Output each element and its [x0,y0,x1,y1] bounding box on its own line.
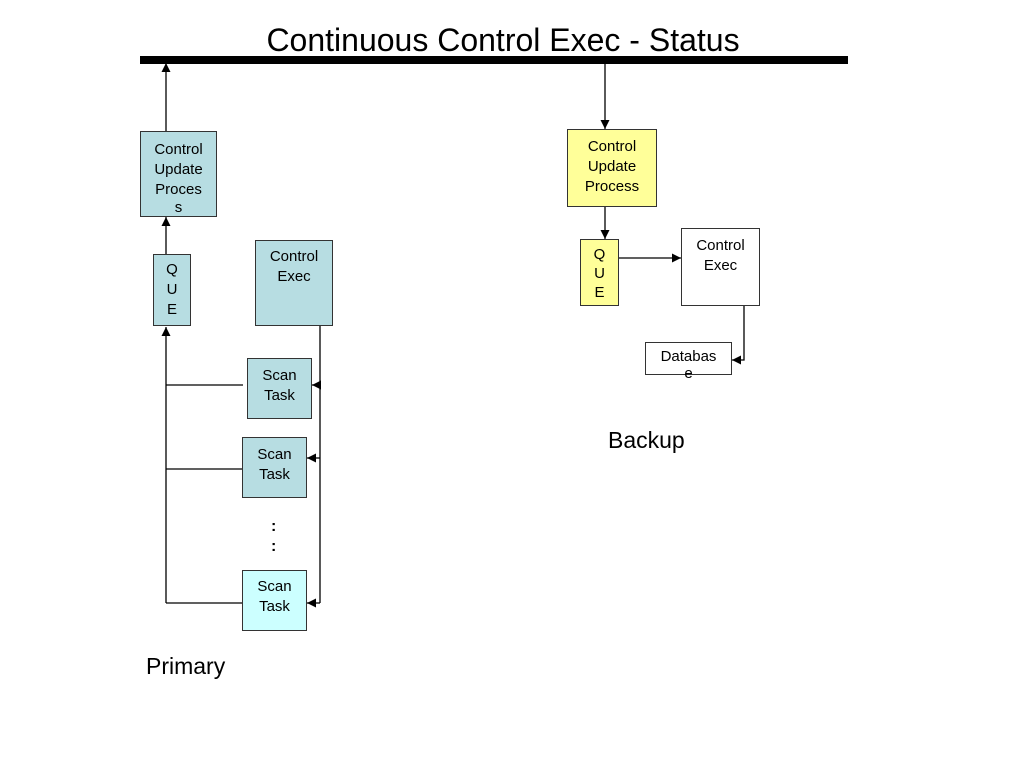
ellipsis-dot: : [271,538,277,555]
scan-task: Scan Task [242,437,307,498]
text-line: Control [154,141,203,158]
text-line: Q [166,261,178,278]
text-line: e [684,365,693,382]
backup-control-update-process: Control Update Process [567,129,657,207]
text-line: E [166,301,177,318]
text-line: Exec [703,257,738,274]
text-line: Task [259,598,290,615]
text-line: Scan [257,446,292,463]
arrow-exec-to-database [732,306,745,365]
text-line: E [594,284,605,301]
text-line: Control [587,138,637,155]
primary-que: Q U E [153,254,191,326]
backup-control-exec: Control Exec [681,228,760,306]
text-line: Control [269,248,319,265]
text-line: U [166,281,178,298]
page-title: Continuous Control Exec - Status [266,22,740,58]
backup-database: Databas e [645,342,732,382]
text-line: Databas [660,348,717,365]
text-line: Scan [262,367,297,384]
text-line: Update [154,161,203,178]
text-line: U [594,265,605,282]
network-bus [140,56,848,64]
text-line: Task [259,466,290,483]
primary-control-exec: Control Exec [255,240,333,326]
text-line: Control [696,237,745,254]
text-line: Scan [257,578,292,595]
backup-label: Backup [608,427,685,453]
primary-control-update-process: Control Update Proces s [140,131,217,217]
text-line: Q [593,246,606,263]
scan-task: Scan Task [242,570,307,631]
text-line: Proces [155,181,202,198]
primary-label: Primary [146,653,226,679]
backup-que: Q U E [580,239,619,306]
text-line: s [174,199,183,216]
scan-task: Scan Task [247,358,312,419]
text-line: Task [264,387,295,404]
text-line: Exec [277,268,311,285]
text-line: Update [587,158,637,175]
ellipsis-dot: : [271,518,277,535]
ellipsis: : : [271,518,277,555]
text-line: Process [584,178,640,195]
